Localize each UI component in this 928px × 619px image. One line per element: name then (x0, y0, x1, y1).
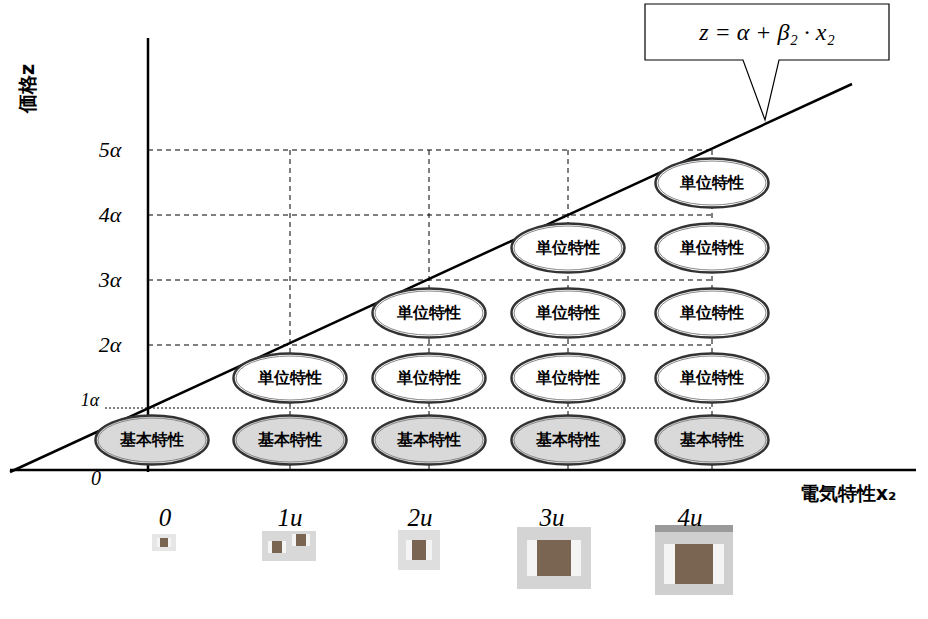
ellipse-rim (375, 291, 483, 335)
ellipse-rim (375, 356, 483, 400)
ellipse-shape (373, 416, 486, 465)
characteristic-label: 単位特性 (680, 238, 744, 259)
characteristic-label: 単位特性 (680, 173, 744, 194)
basic-characteristic-ellipse: 基本特性 (94, 414, 210, 466)
basic-characteristic-ellipse: 基本特性 (654, 414, 770, 466)
unit-characteristic-ellipse: 単位特性 (510, 352, 626, 404)
unit-characteristic-ellipse: 単位特性 (654, 352, 770, 404)
ellipse-rim (514, 356, 622, 400)
ellipse-shape (656, 224, 769, 273)
characteristic-label: 単位特性 (397, 303, 461, 324)
basic-characteristic-ellipse: 基本特性 (510, 414, 626, 466)
ellipse-rim (236, 356, 344, 400)
ellipse-rim (658, 418, 766, 462)
capacitor-chip (152, 534, 176, 551)
characteristic-label: 基本特性 (397, 430, 461, 451)
ellipse-rim (658, 161, 766, 205)
ellipse-shape (656, 416, 769, 465)
ellipse-rim (375, 418, 483, 462)
capacitor-chip (655, 525, 733, 595)
capacitor-chip (398, 530, 440, 570)
ellipse-shape (512, 289, 625, 338)
formula-callout: z = α + β₂ · x₂ (645, 4, 889, 60)
formula-text: z = α + β₂ · x₂ (699, 19, 835, 46)
y-tick-label: 3α (99, 268, 122, 292)
unit-characteristic-ellipse: 単位特性 (371, 352, 487, 404)
capacitor-photos (152, 525, 733, 595)
origin-label: 0 (91, 467, 101, 489)
unit-characteristic-ellipse: 単位特性 (510, 287, 626, 339)
unit-characteristic-ellipse: 単位特性 (510, 222, 626, 274)
ellipse-shape (656, 354, 769, 403)
unit-characteristic-ellipse: 単位特性 (232, 352, 348, 404)
axes (10, 38, 916, 472)
characteristic-label: 単位特性 (536, 368, 600, 389)
capacitor-chip (517, 527, 591, 589)
characteristic-label: 単位特性 (536, 303, 600, 324)
x-tick-label: 0 (159, 504, 172, 532)
ellipse-rim (514, 418, 622, 462)
characteristic-label: 単位特性 (680, 368, 744, 389)
ellipse-shape (234, 354, 347, 403)
price-line (10, 84, 852, 472)
ellipse-rim (98, 418, 206, 462)
unit-characteristic-ellipse: 単位特性 (654, 157, 770, 209)
characteristic-label: 単位特性 (258, 368, 322, 389)
ellipse-rim (236, 418, 344, 462)
y-axis-title: 価格z (18, 63, 39, 112)
ellipse-rim (658, 226, 766, 270)
y-tick-label: 2α (99, 333, 122, 357)
characteristic-label: 基本特性 (258, 430, 322, 451)
basic-characteristic-ellipse: 基本特性 (232, 414, 348, 466)
characteristic-label: 基本特性 (536, 430, 600, 451)
x-axis-title: 電気特性x₂ (800, 483, 897, 504)
unit-characteristic-ellipse: 単位特性 (654, 222, 770, 274)
ellipse-shape (96, 416, 209, 465)
ellipse-shape (512, 224, 625, 273)
ellipse-shape (234, 416, 347, 465)
ellipse-shape (512, 416, 625, 465)
ellipse-rim (658, 291, 766, 335)
characteristic-label: 単位特性 (680, 303, 744, 324)
ellipse-shape (373, 354, 486, 403)
y-tick-label: 1α (81, 391, 99, 411)
ellipse-rim (658, 356, 766, 400)
ellipse-shape (656, 289, 769, 338)
characteristic-label: 基本特性 (120, 430, 184, 451)
capacitor-chip (262, 531, 316, 561)
ellipse-shape (656, 159, 769, 208)
basic-characteristic-ellipse: 基本特性 (371, 414, 487, 466)
unit-characteristic-ellipse: 単位特性 (654, 287, 770, 339)
y-tick-label: 5α (99, 138, 122, 162)
y-tick-label: 4α (99, 203, 122, 227)
x-tick-label: 1u (278, 504, 303, 532)
ellipse-shape (373, 289, 486, 338)
unit-characteristic-ellipse: 単位特性 (371, 287, 487, 339)
characteristic-label: 基本特性 (680, 430, 744, 451)
ellipse-shape (512, 354, 625, 403)
callout-bubble (645, 4, 889, 120)
ellipse-rim (514, 226, 622, 270)
grid-lines (105, 150, 712, 470)
ellipse-rim (514, 291, 622, 335)
characteristic-label: 単位特性 (397, 368, 461, 389)
x-tick-label: 4u (678, 504, 703, 532)
x-tick-label: 2u (408, 504, 433, 532)
characteristic-label: 単位特性 (536, 238, 600, 259)
x-tick-label: 3u (540, 504, 565, 532)
